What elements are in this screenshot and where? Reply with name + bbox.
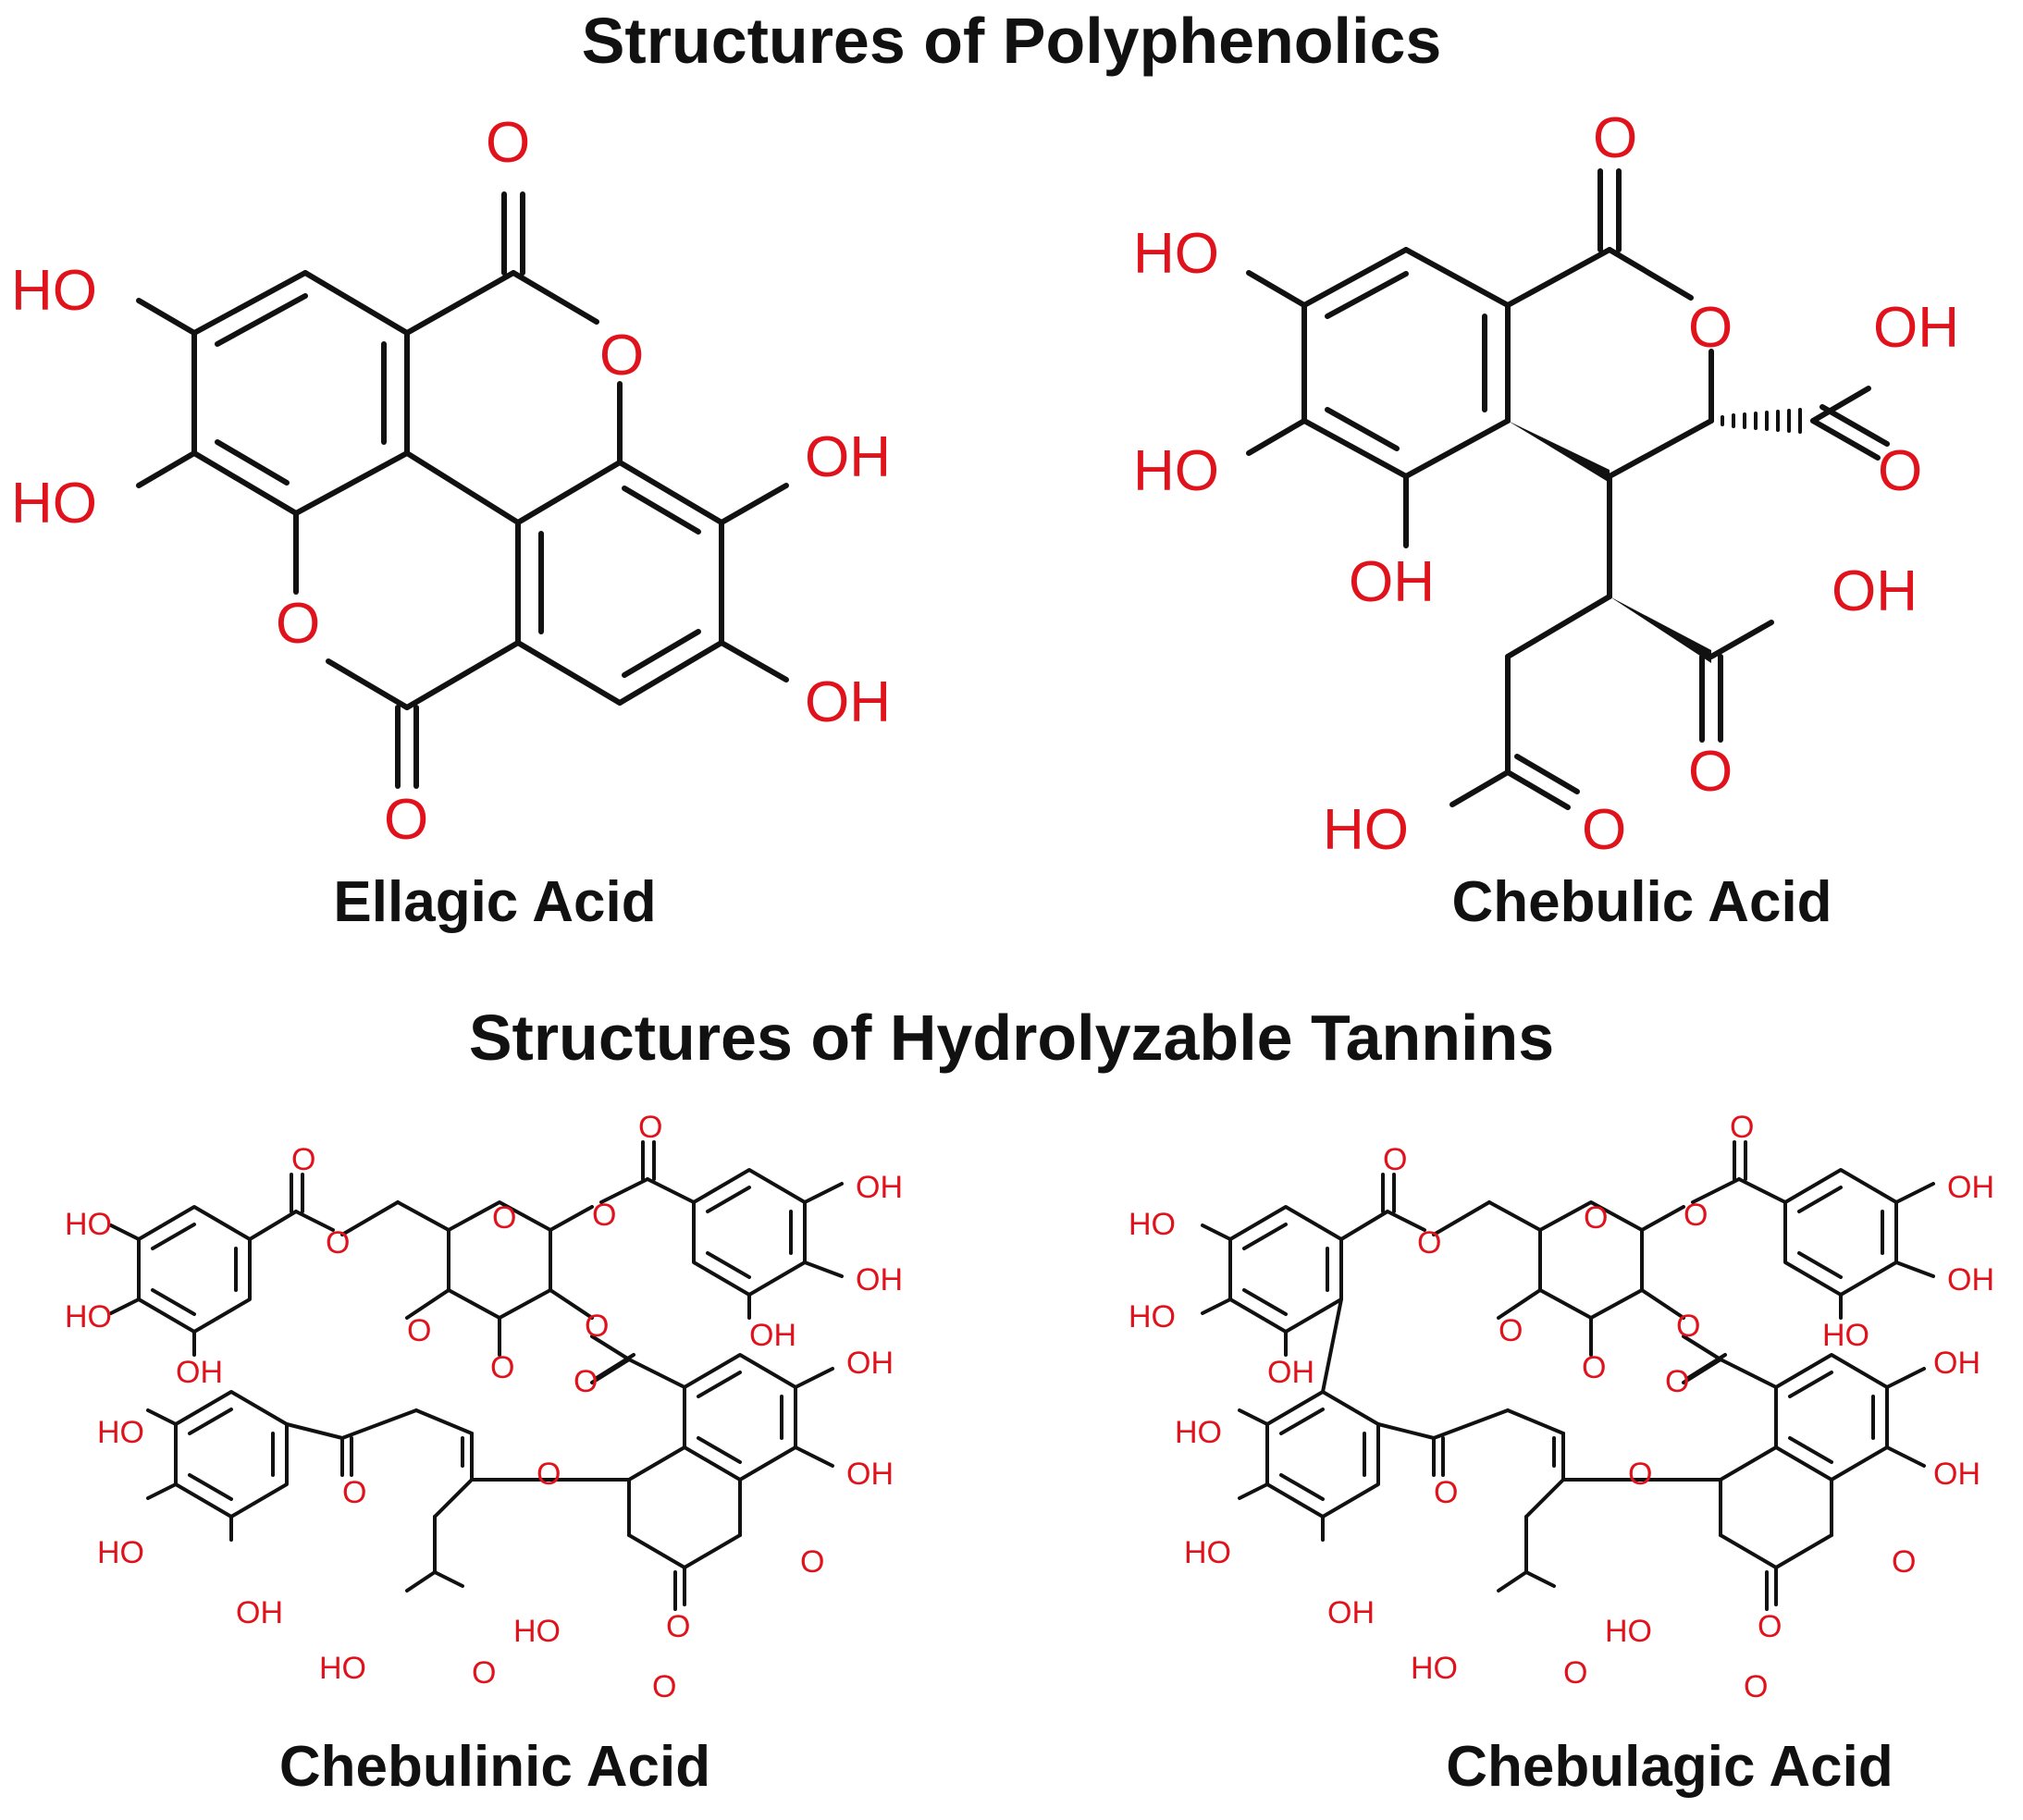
atom-oh: OH xyxy=(1327,1595,1375,1630)
atom-ho: HO xyxy=(1175,1415,1222,1450)
atom-oh: OH xyxy=(805,670,891,734)
atom-o: O xyxy=(1383,1142,1407,1177)
atom-oh: OH xyxy=(805,425,891,489)
atom-ho: HO xyxy=(97,1535,144,1570)
atom-o: O xyxy=(1499,1313,1523,1348)
atom-o: O xyxy=(585,1309,609,1344)
chebulic-acid-label: Chebulic Acid xyxy=(1451,870,1832,934)
atom-oh: OH xyxy=(236,1595,283,1630)
atom-o: O xyxy=(1593,106,1637,170)
atom-o: O xyxy=(1582,798,1626,862)
atom-o: O xyxy=(652,1669,676,1704)
atom-o: O xyxy=(1676,1309,1700,1344)
chebulinic-acid-structure: O O O O O O O O O O O O O O HO HO OH OH … xyxy=(65,1110,903,1704)
atom-ho: HO xyxy=(11,472,97,535)
atom-o: O xyxy=(1892,1544,1916,1580)
atom-o: O xyxy=(291,1142,315,1177)
atom-o: O xyxy=(599,324,644,387)
atom-o: O xyxy=(1628,1457,1652,1492)
atom-ho: HO xyxy=(1822,1318,1869,1353)
atom-o: O xyxy=(1878,439,1922,503)
atom-o: O xyxy=(1584,1200,1608,1236)
atom-o: O xyxy=(1758,1609,1782,1644)
chebulagic-acid-label: Chebulagic Acid xyxy=(1446,1735,1893,1799)
atom-o: O xyxy=(490,1350,514,1385)
atom-o: O xyxy=(1684,1198,1708,1233)
atom-o: O xyxy=(638,1110,662,1145)
atom-o: O xyxy=(1688,296,1733,360)
atom-oh: OH xyxy=(176,1355,223,1390)
atom-oh: OH xyxy=(1947,1262,1994,1297)
atom-ho: HO xyxy=(1133,439,1219,503)
atom-o: O xyxy=(1563,1655,1587,1691)
ellagic-acid-structure: O O O O HO HO OH OH xyxy=(11,111,891,852)
atom-oh: OH xyxy=(856,1262,903,1297)
heading-hydrolyzable-tannins: Structures of Hydrolyzable Tannins xyxy=(468,1002,1555,1074)
atom-o: O xyxy=(276,592,320,656)
atom-o: O xyxy=(407,1313,431,1348)
atom-ho: HO xyxy=(1129,1207,1176,1242)
atom-oh: OH xyxy=(749,1318,796,1353)
chebulagic-acid-structure: O O O O O O O O O O O O O O O HO HO OH O… xyxy=(1129,1110,1994,1704)
atom-o: O xyxy=(384,788,428,852)
atom-oh: OH xyxy=(1933,1457,1980,1492)
chebulinic-acid-label: Chebulinic Acid xyxy=(278,1735,711,1799)
atom-o: O xyxy=(342,1475,366,1510)
atom-oh: OH xyxy=(1349,550,1435,614)
atom-oh: OH xyxy=(846,1346,894,1381)
heading-polyphenolics: Structures of Polyphenolics xyxy=(581,5,1442,77)
atom-o: O xyxy=(492,1200,516,1236)
atom-oh: OH xyxy=(856,1170,903,1205)
atom-o: O xyxy=(592,1198,616,1233)
atom-ho: HO xyxy=(65,1207,112,1242)
atom-oh: OH xyxy=(1832,560,1918,623)
atom-ho: HO xyxy=(1129,1299,1176,1334)
atom-o: O xyxy=(1744,1669,1768,1704)
atom-oh: OH xyxy=(1873,296,1959,360)
atom-o: O xyxy=(1688,740,1733,804)
atom-o: O xyxy=(1417,1225,1441,1260)
atom-oh: OH xyxy=(846,1457,894,1492)
atom-ho: HO xyxy=(97,1415,144,1450)
ellagic-acid-label: Ellagic Acid xyxy=(333,870,657,934)
atom-ho: HO xyxy=(11,259,97,323)
atom-o: O xyxy=(1730,1110,1754,1145)
atom-ho: HO xyxy=(1605,1614,1652,1649)
atom-oh: OH xyxy=(1267,1355,1314,1390)
atom-ho: HO xyxy=(1411,1651,1458,1686)
atom-oh: OH xyxy=(1947,1170,1994,1205)
atom-oh: OH xyxy=(1933,1346,1980,1381)
atom-ho: HO xyxy=(1323,798,1409,862)
atom-o: O xyxy=(800,1544,824,1580)
atom-o: O xyxy=(1582,1350,1606,1385)
atom-ho: HO xyxy=(65,1299,112,1334)
atom-o: O xyxy=(1434,1475,1458,1510)
atom-o: O xyxy=(1665,1364,1689,1399)
atom-o: O xyxy=(574,1364,598,1399)
atom-o: O xyxy=(486,111,530,175)
atom-o: O xyxy=(666,1609,690,1644)
atom-ho: HO xyxy=(319,1651,366,1686)
chebulic-acid-structure: O O OH O OH O OH HO O HO HO xyxy=(1133,106,1959,862)
atom-o: O xyxy=(326,1225,350,1260)
atom-ho: HO xyxy=(513,1614,561,1649)
atom-ho: HO xyxy=(1184,1535,1231,1570)
atom-o: O xyxy=(537,1457,561,1492)
atom-ho: HO xyxy=(1133,222,1219,286)
atom-o: O xyxy=(472,1655,496,1691)
